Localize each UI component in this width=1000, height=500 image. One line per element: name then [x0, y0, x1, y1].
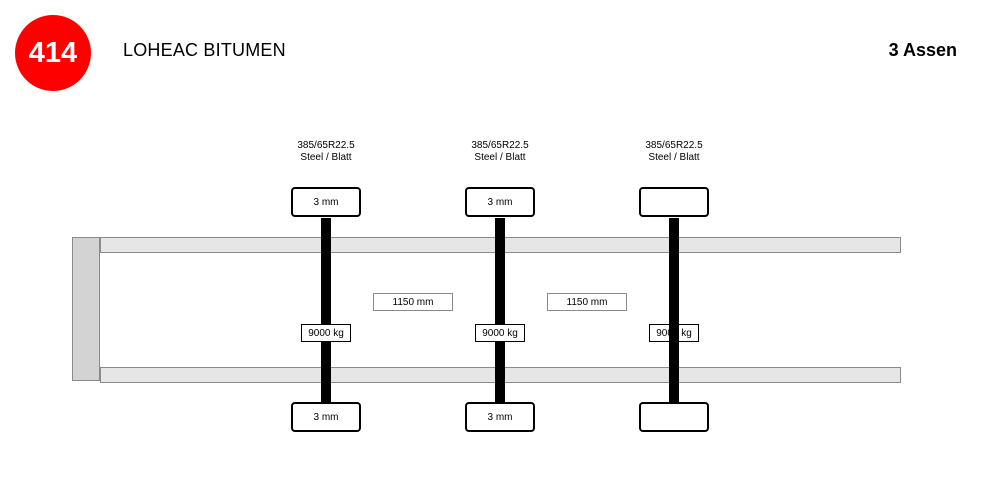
trailer-number: 414	[28, 36, 78, 69]
axle-count: 3 Assen	[888, 40, 957, 60]
axle-spacing-2-3: 1150 mm	[547, 293, 627, 311]
axle-1-shaft	[321, 218, 331, 403]
axle-3: 385/65R22.5 Steel / Blatt 9000 kg	[614, 140, 734, 440]
axle-3-wheel-top	[639, 187, 709, 217]
axle-2-wheel-bottom: 3 mm	[465, 402, 535, 432]
axle-1-suspension: Steel / Blatt	[300, 152, 352, 163]
axle-3-tire-info: 385/65R22.5 Steel / Blatt	[614, 140, 734, 164]
axle-2-shaft	[495, 218, 505, 403]
axle-2-suspension: Steel / Blatt	[474, 152, 526, 163]
axle-2-wheel-top: 3 mm	[465, 187, 535, 217]
axle-spacing-1-2: 1150 mm	[373, 293, 453, 311]
axle-1-tire-info: 385/65R22.5 Steel / Blatt	[266, 140, 386, 164]
frame-front-end	[72, 237, 100, 381]
axle-2-tire-size: 385/65R22.5	[471, 140, 529, 151]
axle-1-tire-size: 385/65R22.5	[297, 140, 355, 151]
trailer-title: LOHEAC BITUMEN	[123, 40, 286, 60]
axle-1-load: 9000 kg	[301, 324, 351, 342]
axle-3-wheel-bottom	[639, 402, 709, 432]
axle-1-wheel-bottom: 3 mm	[291, 402, 361, 432]
axle-3-suspension: Steel / Blatt	[648, 152, 700, 163]
axle-2: 385/65R22.5 Steel / Blatt 3 mm 9000 kg 3…	[440, 140, 560, 440]
trailer-number-badge: 414	[15, 15, 91, 91]
axle-3-shaft	[669, 218, 679, 403]
axle-1-wheel-top: 3 mm	[291, 187, 361, 217]
axle-2-tire-info: 385/65R22.5 Steel / Blatt	[440, 140, 560, 164]
axle-3-tire-size: 385/65R22.5	[645, 140, 703, 151]
axle-1: 385/65R22.5 Steel / Blatt 3 mm 9000 kg 3…	[266, 140, 386, 440]
axle-2-load: 9000 kg	[475, 324, 525, 342]
